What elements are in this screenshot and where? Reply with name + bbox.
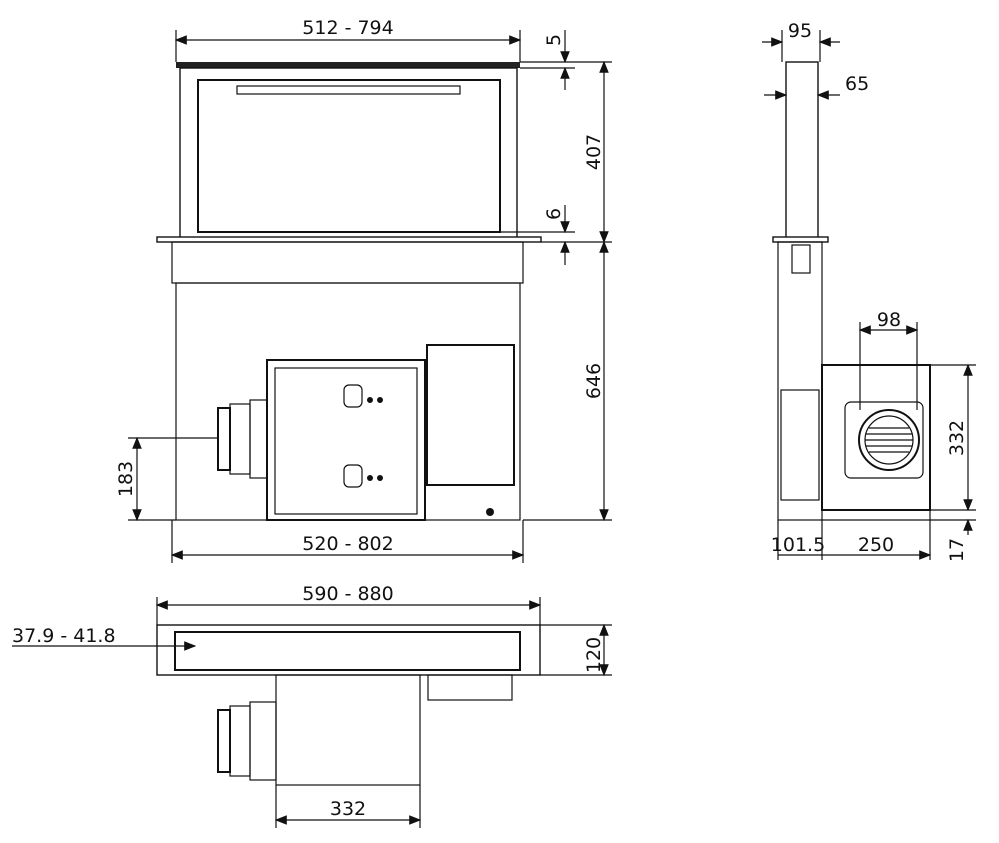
electronics-box	[426, 344, 515, 486]
top-motor-box	[275, 674, 421, 786]
dim-plate-width: 590 - 880	[302, 583, 393, 605]
dim-body-height: 646	[583, 363, 605, 399]
column	[785, 61, 819, 239]
dim-duct-height: 183	[115, 461, 137, 497]
top-plate	[156, 624, 541, 676]
duct-connector	[217, 399, 268, 479]
side-housing	[777, 241, 823, 521]
front-view: 512 - 794 5 6 407 646 183 520 - 802	[115, 17, 612, 563]
dim-width-bottom: 520 - 802	[302, 533, 393, 555]
dim-outlet: 98	[877, 309, 901, 331]
connector-bottom	[343, 464, 363, 488]
panel-inner	[197, 79, 501, 233]
dim-bottom-offset: 17	[946, 538, 968, 562]
dim-plate: 6	[543, 208, 565, 220]
top-duct-connector	[217, 701, 277, 781]
outlet-grille	[858, 409, 920, 471]
countertop-plate	[156, 236, 542, 243]
dim-cap: 5	[543, 34, 565, 46]
top-view: 590 - 880 37.9 - 41.8 120 332	[12, 583, 612, 828]
dim-panel-height: 407	[583, 134, 605, 170]
side-motor-box	[821, 364, 931, 511]
air-slot	[174, 631, 521, 671]
upper-housing	[171, 241, 524, 284]
motor-box-inner	[274, 367, 418, 515]
dim-slot-offset: 37.9 - 41.8	[12, 625, 116, 647]
connector-top	[343, 384, 363, 408]
dim-plate-depth: 120	[583, 637, 605, 673]
top-cap	[176, 62, 520, 68]
dim-width-top: 512 - 794	[302, 17, 393, 39]
dim-motor-width: 332	[330, 798, 366, 820]
motor-box	[266, 359, 426, 521]
dim-motor-height: 332	[946, 420, 968, 456]
side-view: 95 65 98 332 17 101.5 250	[762, 20, 976, 562]
glass-panel	[179, 67, 518, 239]
handle-bar	[236, 85, 461, 95]
dim-column-outer: 95	[788, 20, 812, 42]
dim-body-depth: 101.5	[771, 534, 825, 556]
dim-column-inner: 65	[845, 73, 869, 95]
dim-motor-depth: 250	[858, 534, 894, 556]
